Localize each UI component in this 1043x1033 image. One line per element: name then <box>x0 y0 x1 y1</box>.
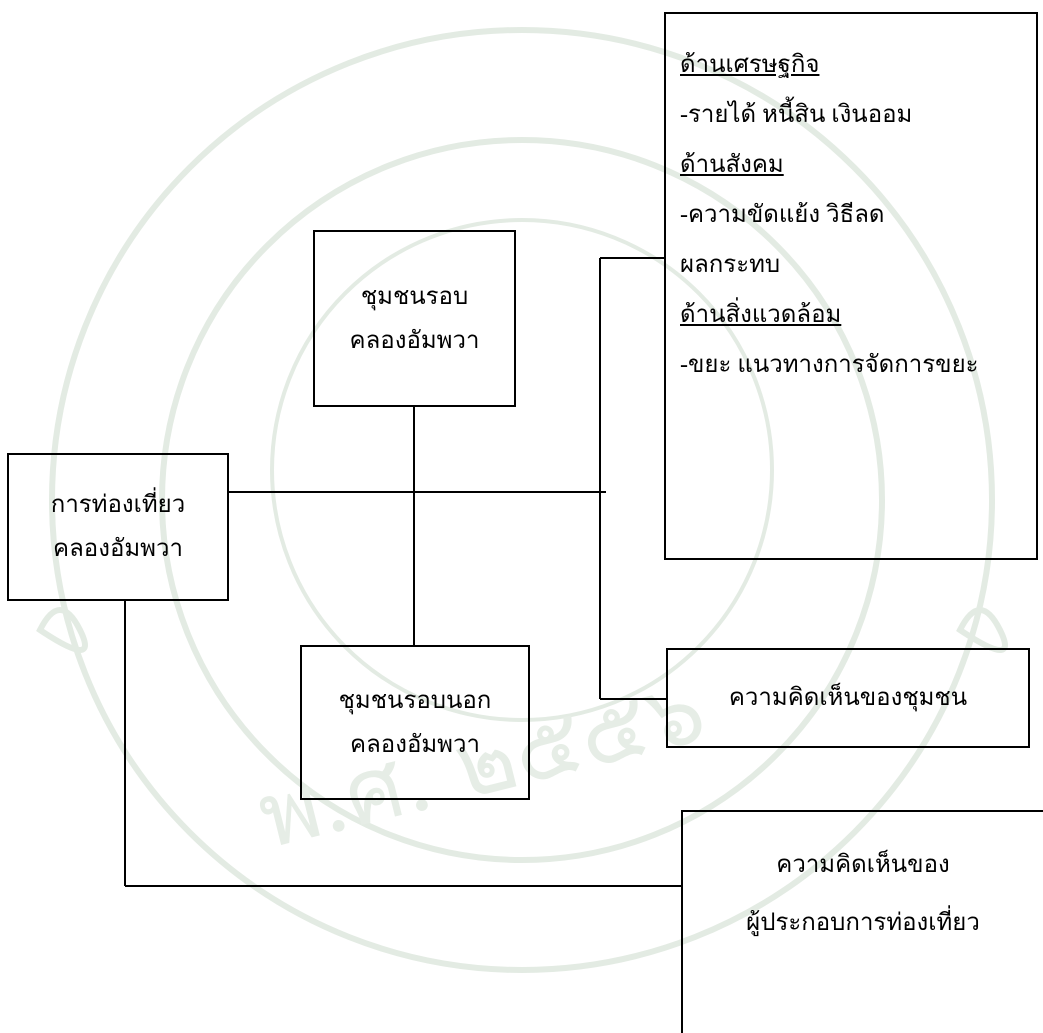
impacts-box: ด้านเศรษฐกิจ -รายได้ หนี้สิน เงินออม ด้า… <box>664 12 1038 560</box>
operator-opinion-box: ความคิดเห็นของ ผู้ประกอบการท่องเที่ยว <box>681 810 1043 1033</box>
community-outside-box: ชุมชนรอบนอก คลองอัมพวา <box>300 645 530 800</box>
economic-detail: -รายได้ หนี้สิน เงินออม <box>680 102 913 128</box>
social-detail-2: ผลกระทบ <box>680 252 781 278</box>
community-around-box: ชุมชนรอบ คลองอัมพวา <box>313 230 516 407</box>
tourism-line-2: คลองอัมพวา <box>53 536 183 562</box>
environment-heading: ด้านสิ่งแวดล้อม <box>680 302 842 328</box>
tourism-box: การท่องเที่ยว คลองอัมพวา <box>7 453 229 601</box>
operator-opinion-line-1: ความคิดเห็นของ <box>776 852 950 878</box>
community-opinion-line-1: ความคิดเห็นของชุมชน <box>728 685 968 711</box>
community-opinion-box: ความคิดเห็นของชุมชน <box>666 648 1030 748</box>
social-detail-1: -ความขัดแย้ง วิธีลด <box>680 202 885 228</box>
tourism-line-1: การท่องเที่ยว <box>50 492 186 518</box>
community-around-line-1: ชุมชนรอบ <box>360 283 469 310</box>
community-outside-line-1: ชุมชนรอบนอก <box>338 687 492 714</box>
operator-opinion-line-2: ผู้ประกอบการท่องเที่ยว <box>746 910 980 936</box>
community-outside-line-2: คลองอัมพวา <box>350 731 480 758</box>
environment-detail: -ขยะ แนวทางการจัดการขยะ <box>680 352 979 378</box>
community-around-line-2: คลองอัมพวา <box>349 327 480 354</box>
social-heading: ด้านสังคม <box>680 152 784 178</box>
economic-heading: ด้านเศรษฐกิจ <box>680 52 820 78</box>
